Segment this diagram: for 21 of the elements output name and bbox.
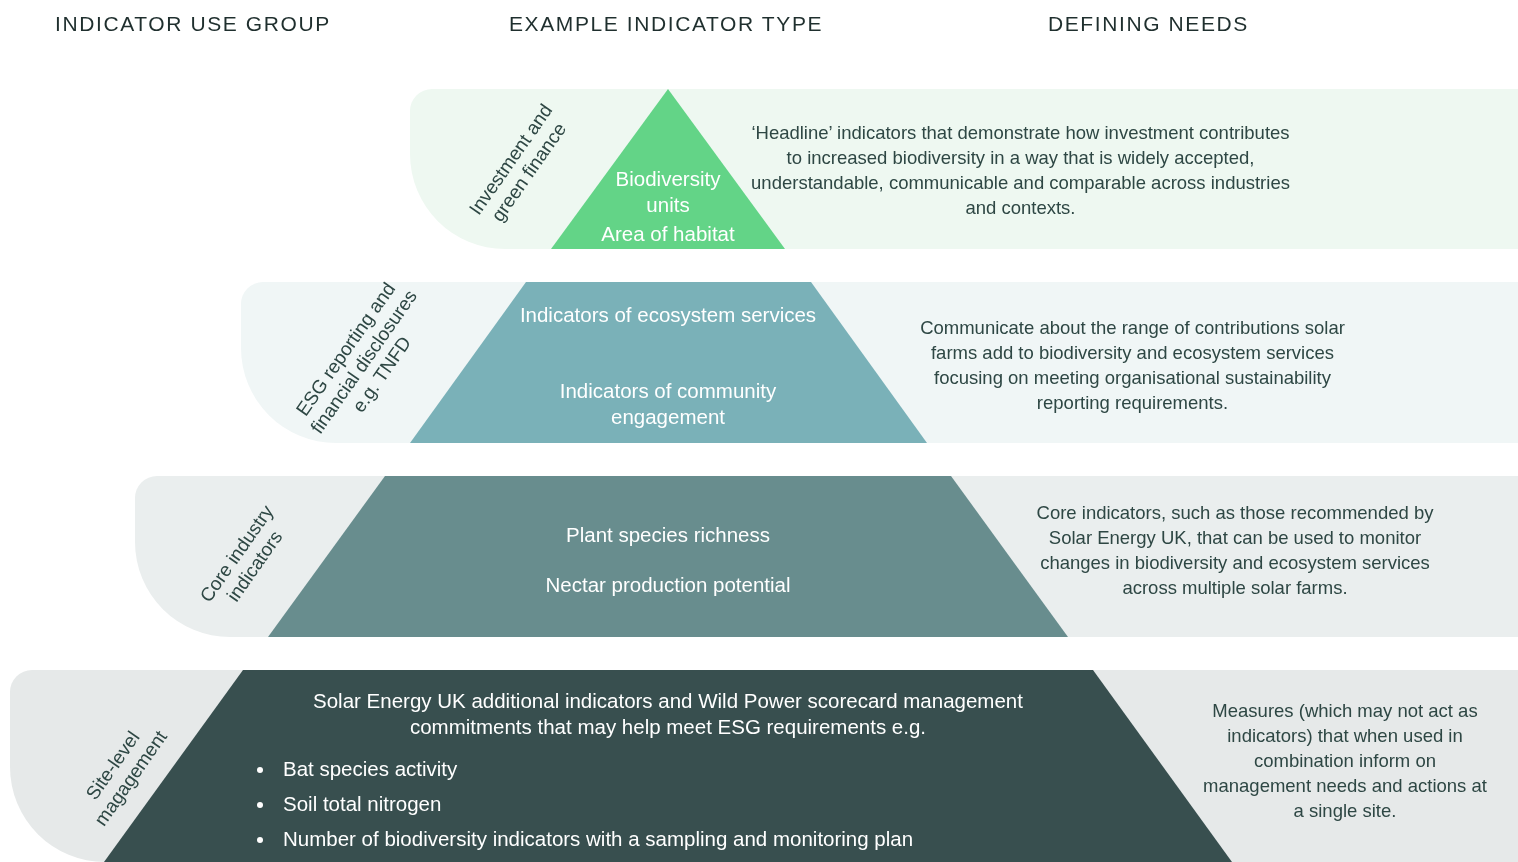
needs-description: Measures (which may not act as indicators) that when used in combination inform on management needs and actions at a single site. bbox=[1202, 699, 1488, 823]
indicator-text: Area of habitat bbox=[600, 221, 736, 247]
column-heading: DEFINING NEEDS bbox=[1048, 12, 1249, 36]
column-heading: INDICATOR USE GROUP bbox=[55, 12, 331, 36]
needs-description: Communicate about the range of contributions solar farms add to biodiversity and ecosystem services focusing on meeting organisational sustainability reporting requirements. bbox=[919, 316, 1346, 415]
list-item: Bat species activity bbox=[283, 756, 458, 782]
tier-band bbox=[241, 282, 1518, 443]
tier-band bbox=[10, 670, 1518, 862]
column-heading: EXAMPLE INDICATOR TYPE bbox=[509, 12, 824, 36]
list-item: Soil total nitrogen bbox=[283, 791, 442, 817]
indicator-text: Biodiversity units bbox=[614, 166, 722, 218]
needs-description: Core indicators, such as those recommended by Solar Energy UK, that can be used to monitor changes in biodiversity and ecosystem services across multiple solar farms. bbox=[1035, 501, 1435, 600]
tier-band bbox=[135, 476, 1518, 637]
indicator-text: Indicators of ecosystem services bbox=[518, 302, 818, 328]
indicator-text: Solar Energy UK additional indicators and Wild Power scorecard management commitments that may help meet ESG requirements e.g. bbox=[312, 688, 1024, 740]
indicator-text: Nectar production potential bbox=[544, 572, 792, 598]
needs-description: ‘Headline’ indicators that demonstrate how investment contributes to increased biodiversity in a way that is widely accepted, understandable, communicable and comparable across industries and contexts. bbox=[750, 121, 1291, 220]
indicator-text: Indicators of community engagement bbox=[558, 378, 778, 430]
list-item: Number of biodiversity indicators with a sampling and monitoring plan bbox=[283, 826, 914, 852]
indicator-text: Plant species richness bbox=[565, 522, 771, 548]
tier-band bbox=[410, 89, 1518, 249]
